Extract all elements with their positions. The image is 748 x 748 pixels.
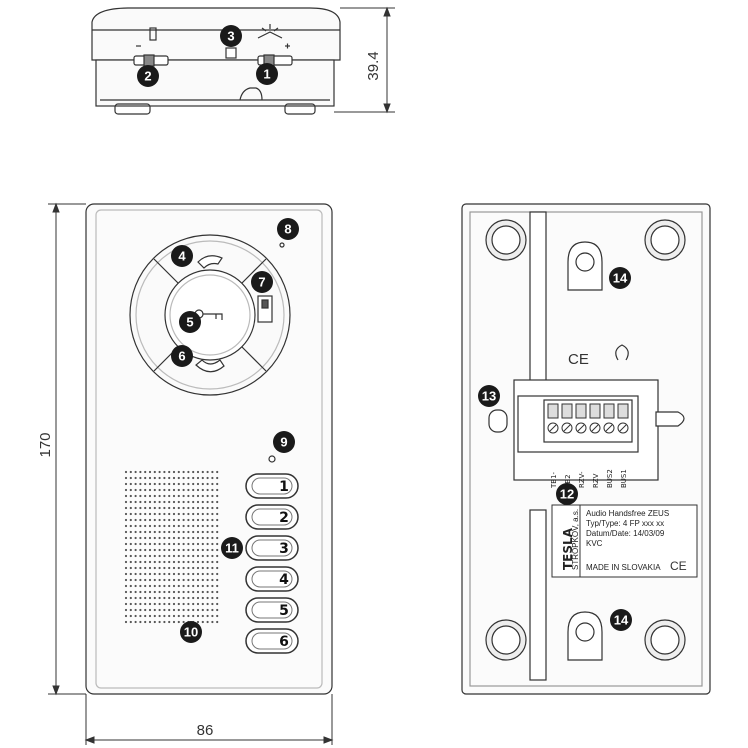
callout-8: 8 bbox=[277, 218, 299, 240]
label-line3: Datum/Date: 14/03/09 bbox=[586, 529, 665, 538]
call-button-label: 6 bbox=[279, 634, 289, 650]
back-view bbox=[461, 203, 711, 695]
terminal-label: RZV- bbox=[578, 471, 586, 488]
label-line2: Typ/Type: 4 FP xxx xx bbox=[586, 519, 664, 528]
callout-9: 9 bbox=[273, 431, 295, 453]
svg-text:12: 12 bbox=[560, 487, 574, 502]
svg-text:14: 14 bbox=[614, 613, 629, 628]
label-line5: MADE IN SLOVAKIA bbox=[586, 563, 661, 572]
top-height-label: 39.4 bbox=[365, 51, 382, 80]
callout-14: 14 bbox=[610, 609, 632, 631]
callout-4: 4 bbox=[171, 245, 193, 267]
svg-text:4: 4 bbox=[178, 249, 186, 264]
call-buttons: 1 2 3 4 5 6 bbox=[245, 473, 299, 654]
call-button-3[interactable]: 3 bbox=[245, 535, 299, 561]
top-dimension bbox=[334, 6, 395, 114]
width-label: 86 bbox=[197, 722, 214, 739]
front-dimensions bbox=[48, 202, 334, 745]
call-button-4[interactable]: 4 bbox=[245, 566, 299, 592]
svg-text:3: 3 bbox=[227, 29, 234, 44]
callout-14: 14 bbox=[609, 267, 631, 289]
terminal-slot bbox=[603, 403, 615, 419]
terminal-screws bbox=[547, 403, 629, 434]
svg-text:1: 1 bbox=[263, 67, 270, 82]
speaker-grille bbox=[124, 470, 219, 624]
terminal-slot bbox=[617, 403, 629, 419]
call-button-label: 4 bbox=[279, 572, 289, 588]
call-button-label: 1 bbox=[279, 479, 289, 495]
front-view bbox=[85, 203, 333, 695]
callout-13: 13 bbox=[478, 385, 500, 407]
svg-text:8: 8 bbox=[284, 222, 291, 237]
callout-1: 1 bbox=[256, 63, 278, 85]
svg-text:9: 9 bbox=[280, 435, 287, 450]
svg-text:11: 11 bbox=[225, 541, 239, 556]
terminal-slot bbox=[547, 403, 559, 419]
terminal-label: TB2 bbox=[564, 474, 572, 489]
callout-11: 11 bbox=[221, 537, 243, 559]
terminal-label: TB1- bbox=[550, 471, 558, 489]
terminal-slot bbox=[575, 403, 587, 419]
callout-10: 10 bbox=[180, 621, 202, 643]
terminal-slot bbox=[589, 403, 601, 419]
callout-12: 12 bbox=[556, 483, 578, 505]
call-button-label: 5 bbox=[279, 603, 289, 619]
callout-5: 5 bbox=[179, 311, 201, 333]
svg-text:7: 7 bbox=[258, 275, 265, 290]
label-line1: Audio Handsfree ZEUS bbox=[586, 509, 669, 518]
svg-text:6: 6 bbox=[178, 349, 185, 364]
call-button-label: 2 bbox=[279, 510, 289, 526]
callout-3: 3 bbox=[220, 25, 242, 47]
terminal-label: RZV bbox=[592, 473, 600, 488]
svg-text:13: 13 bbox=[482, 389, 496, 404]
svg-text:10: 10 bbox=[184, 625, 198, 640]
callout-6: 6 bbox=[171, 345, 193, 367]
label-line4: KVC bbox=[586, 539, 603, 548]
terminal-label: BUS1 bbox=[620, 469, 628, 488]
height-label: 170 bbox=[37, 432, 54, 457]
product-label: TESLA STROPKOV, a.s. Audio Handsfree ZEU… bbox=[551, 504, 698, 578]
callout-7: 7 bbox=[251, 271, 273, 293]
call-button-6[interactable]: 6 bbox=[245, 628, 299, 654]
label-brand: TESLA bbox=[561, 527, 575, 570]
label-company: STROPKOV, a.s. bbox=[571, 509, 580, 570]
callout-2: 2 bbox=[137, 65, 159, 87]
top-view bbox=[91, 7, 341, 115]
terminal-labels: TB1- TB2 RZV- RZV BUS2 BUS1 bbox=[550, 469, 628, 489]
call-button-1[interactable]: 1 bbox=[245, 473, 299, 499]
label-ce: CE bbox=[670, 559, 687, 573]
terminal-label: BUS2 bbox=[606, 469, 614, 488]
svg-text:14: 14 bbox=[613, 271, 628, 286]
call-button-label: 3 bbox=[279, 541, 289, 557]
terminal-slot bbox=[561, 403, 573, 419]
ce-mark: CE bbox=[568, 351, 589, 368]
call-button-2[interactable]: 2 bbox=[245, 504, 299, 530]
svg-text:2: 2 bbox=[144, 69, 151, 84]
svg-text:5: 5 bbox=[186, 315, 193, 330]
call-button-5[interactable]: 5 bbox=[245, 597, 299, 623]
